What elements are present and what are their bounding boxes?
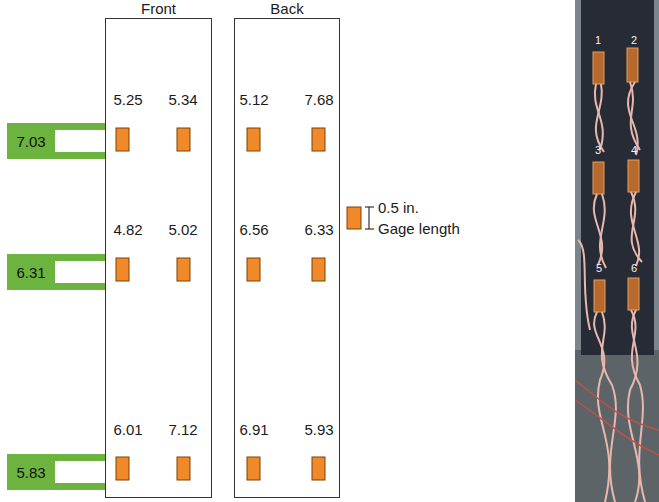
strain-reading: 7.68 [304,91,333,108]
callout-number: 3 [595,144,601,156]
strain-reading: 6.56 [239,221,268,238]
strain-reading: 5.12 [239,91,268,108]
strain-gage [116,128,361,480]
strain-reading: 5.93 [304,421,333,438]
panel-heading: Front [106,0,211,17]
panel-heading: Back [235,0,339,17]
dimension-bracket [365,207,374,229]
strain-reading: 4.82 [113,221,142,238]
strain-reading: 6.01 [113,421,142,438]
load-value: 7.03 [12,133,49,150]
callout-number: 5 [596,262,602,274]
load-value: 6.31 [12,264,49,281]
load-value: 5.83 [12,464,49,481]
callout-number: 1 [595,34,601,46]
strain-reading: 7.12 [168,421,197,438]
callout-number: 2 [631,34,637,46]
strain-reading: 6.33 [304,221,333,238]
strain-reading: 5.02 [168,221,197,238]
callout-number: 4 [631,144,637,156]
dimension-label: 0.5 in. [378,199,419,216]
load-value-box: 5.83 [7,454,55,490]
load-value-box: 7.03 [7,123,55,159]
dimension-label: Gage length [378,220,460,237]
callout-number: 6 [631,262,637,274]
specimen-photo [575,0,659,502]
load-value-box: 6.31 [7,254,55,290]
strain-reading: 6.91 [239,421,268,438]
strain-reading: 5.25 [113,91,142,108]
strain-reading: 5.34 [168,91,197,108]
clamp-bracket [50,123,106,490]
